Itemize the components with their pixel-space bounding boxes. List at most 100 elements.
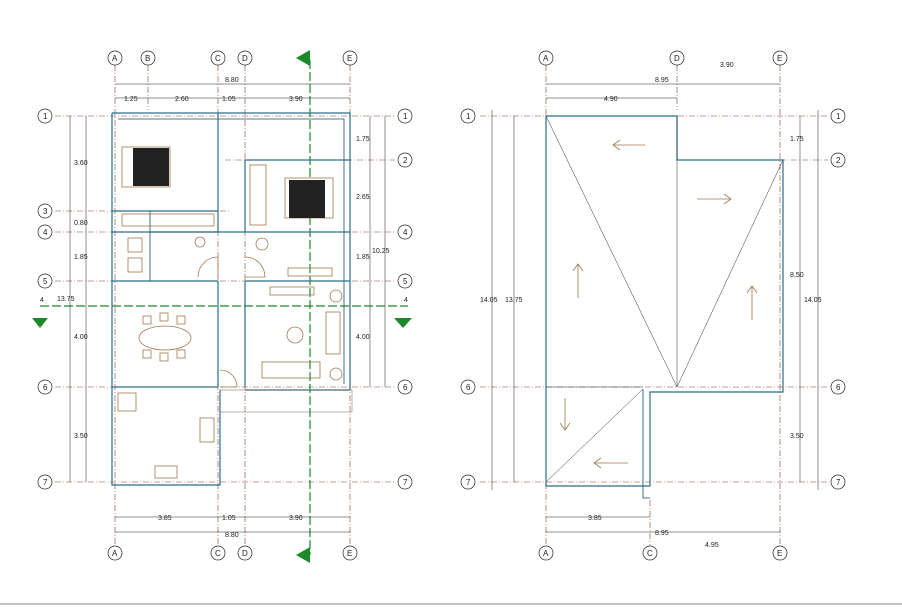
svg-text:D: D: [674, 54, 680, 63]
axis-bubble-6-right: 6: [397, 379, 413, 395]
axis-bubble-D-bottom: D: [237, 545, 253, 561]
roof-axis-bubble-7-left: 7: [460, 474, 476, 490]
bottom-dim-2: 1.05: [222, 515, 236, 522]
right-dim-2: 2.65: [356, 194, 370, 201]
door-swing: [197, 256, 219, 278]
left-dim-5: 3.50: [74, 433, 88, 440]
sink: [127, 237, 143, 253]
svg-text:A: A: [112, 549, 118, 558]
axis-bubble-3-left: 3: [37, 203, 53, 219]
roof-bottom-dim-1: 3.85: [588, 515, 602, 522]
roof-top-dim-1: 4.90: [604, 96, 618, 103]
roof-axis-bubble-C-bottom: C: [642, 545, 658, 561]
svg-text:3: 3: [43, 207, 48, 216]
svg-text:A: A: [543, 54, 549, 63]
left-dim-1: 3.60: [74, 160, 88, 167]
slope-arrow-right: [697, 193, 732, 205]
porch: [219, 389, 353, 413]
door-swing: [244, 256, 266, 278]
roof-axis-bubble-1-right: 1: [830, 108, 846, 124]
svg-text:1: 1: [43, 112, 48, 121]
section-arrow-right: [394, 318, 412, 328]
roof-axis-bubble-2-right: 2: [830, 152, 846, 168]
fridge: [117, 392, 137, 412]
svg-text:C: C: [647, 549, 653, 558]
slope-arrow-up: [746, 285, 758, 320]
sofa-side: [325, 311, 341, 355]
door-swing: [219, 369, 238, 388]
roof-axis-bubble-6-right: 6: [830, 379, 846, 395]
outer-wall-inner: [118, 118, 345, 384]
axis-bubble-5-right: 5: [397, 273, 413, 289]
roof-top-dim-2: 3.90: [720, 62, 734, 69]
roof-right-dim-2: 8.50: [790, 272, 804, 279]
plant: [329, 289, 343, 303]
roof-right-dim-1: 1.75: [790, 136, 804, 143]
stove: [199, 417, 215, 443]
chair: [159, 352, 169, 362]
svg-text:6: 6: [466, 383, 471, 392]
chair: [142, 349, 152, 359]
bottom-dim-1: 3.85: [158, 515, 172, 522]
svg-text:4: 4: [43, 228, 48, 237]
roof-axis-bubble-E-bottom: E: [772, 545, 788, 561]
svg-text:7: 7: [466, 478, 471, 487]
roof-right-outer-dim: 14.05: [804, 297, 822, 304]
svg-text:2: 2: [403, 156, 408, 165]
right-dim-3: 1.85: [356, 254, 370, 261]
axis-bubble-7-right: 7: [397, 474, 413, 490]
slope-arrow-up: [572, 263, 584, 298]
axis-bubble-7-left: 7: [37, 474, 53, 490]
svg-text:A: A: [543, 549, 549, 558]
svg-text:C: C: [215, 549, 221, 558]
roof-top-total-dim: 8.95: [655, 77, 669, 84]
right-dim-1: 1.75: [356, 136, 370, 143]
axis-bubble-C-bottom: C: [210, 545, 226, 561]
section-mark-left: 4: [40, 297, 44, 304]
svg-text:E: E: [777, 549, 782, 558]
svg-text:5: 5: [403, 277, 408, 286]
svg-text:1: 1: [466, 112, 471, 121]
axis-bubble-A-bottom: A: [107, 545, 123, 561]
chair: [176, 349, 186, 359]
right-dim-4: 4.00: [356, 334, 370, 341]
section-arrow-top: [296, 50, 310, 66]
svg-text:7: 7: [836, 478, 841, 487]
interior-walls: [112, 113, 350, 388]
hip-line: [545, 388, 644, 483]
axis-bubble-5-left: 5: [37, 273, 53, 289]
axis-bubble-B-top: B: [140, 50, 156, 66]
closet: [249, 164, 267, 226]
bottom-dim-3: 3.90: [289, 515, 303, 522]
axis-bubble-E-bottom: E: [342, 545, 358, 561]
top-total-dim: 8.80: [225, 77, 239, 84]
roof-gutter: [642, 389, 650, 499]
tv-unit: [287, 267, 333, 277]
kitchen-sink: [154, 465, 178, 479]
left-dim-3: 1.85: [74, 254, 88, 261]
slope-arrow-left: [612, 139, 645, 151]
roof-axis-bubble-7-right: 7: [830, 474, 846, 490]
svg-text:A: A: [112, 54, 118, 63]
plant: [329, 367, 343, 381]
svg-text:1: 1: [836, 112, 841, 121]
svg-text:4: 4: [403, 228, 408, 237]
hip-line: [545, 115, 678, 388]
svg-text:E: E: [347, 54, 352, 63]
roof-right-dim-3: 3.50: [790, 433, 804, 440]
svg-text:E: E: [347, 549, 352, 558]
section-arrow-bottom: [296, 547, 310, 563]
toilet-2: [255, 237, 269, 251]
coffee-table: [286, 326, 304, 344]
axis-bubble-1-right: 1: [397, 108, 413, 124]
bed-1-cover: [133, 148, 169, 186]
roof-axis-bubble-A-bottom: A: [538, 545, 554, 561]
left-dim-2: 0.80: [74, 220, 88, 227]
svg-text:C: C: [215, 54, 221, 63]
slope-arrow-left: [593, 457, 628, 469]
chair: [142, 315, 152, 325]
toilet: [194, 236, 206, 248]
axis-bubble-A-top: A: [107, 50, 123, 66]
chair: [159, 312, 169, 322]
right-outer-dim: 10.25: [372, 248, 390, 255]
